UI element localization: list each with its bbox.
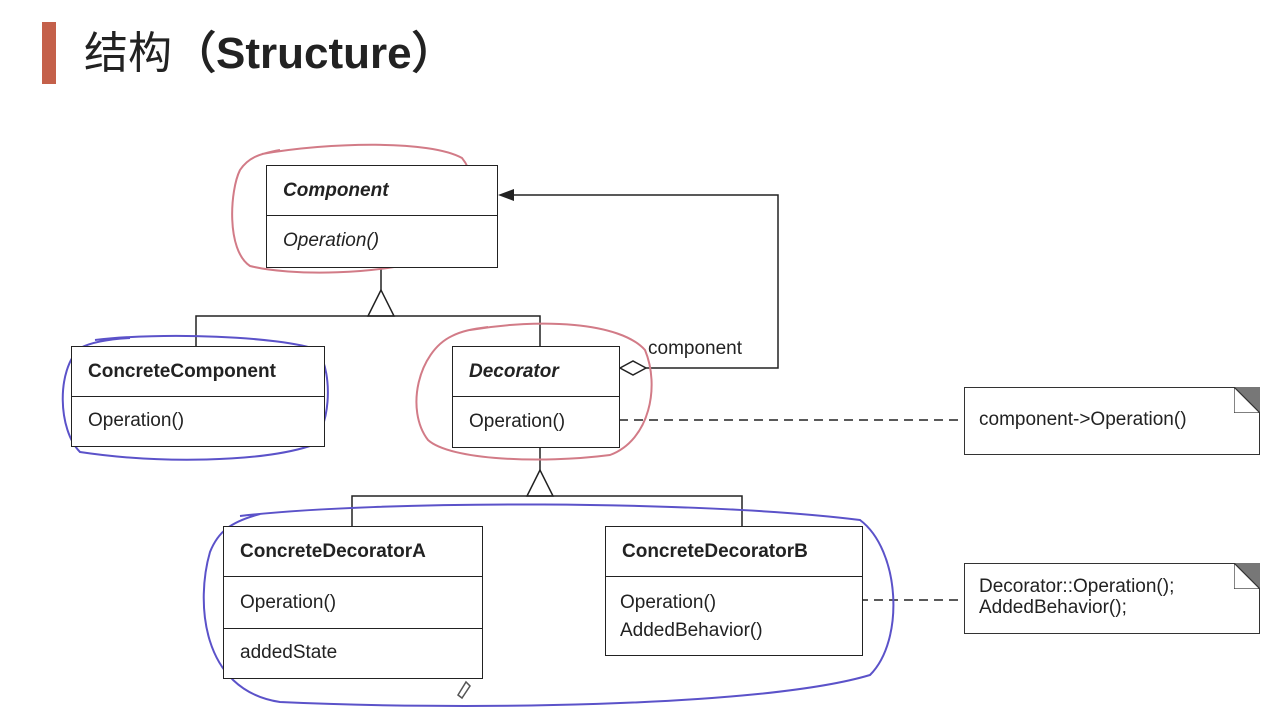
class-component: Component Operation() <box>266 165 498 268</box>
note-text: component->Operation() <box>979 409 1187 430</box>
red-circle-decorator <box>415 322 653 461</box>
aggregation-diamond <box>618 360 648 376</box>
note-fold-icon <box>1234 387 1260 413</box>
class-operation: Operation() <box>88 410 185 431</box>
class-operation: Operation() <box>469 410 566 432</box>
class-operation: Operation() <box>620 592 717 613</box>
inheritance-triangle-component <box>366 288 396 317</box>
note-text: AddedBehavior(); <box>979 597 1127 618</box>
title-accent-bar <box>42 22 56 84</box>
class-concrete-decorator-a: ConcreteDecoratorA Operation() addedStat… <box>223 526 483 679</box>
class-name: ConcreteComponent <box>72 347 324 397</box>
class-name: ConcreteDecoratorB <box>606 527 862 577</box>
class-operations: Operation() AddedBehavior() <box>606 577 862 645</box>
blue-circle-concrete-decorators <box>202 503 895 707</box>
class-operation: Operation() <box>283 230 380 251</box>
note-text: Decorator::Operation(); <box>979 576 1175 597</box>
title-cn: 结构 <box>84 28 172 79</box>
inheritance-triangle-decorator <box>525 468 555 497</box>
note-decorator-b: Decorator::Operation(); AddedBehavior(); <box>964 563 1260 634</box>
class-decorator: Decorator Operation() <box>452 346 620 448</box>
title-en: （Structure） <box>172 29 456 78</box>
class-name: Component <box>267 166 497 216</box>
pen-cursor-mark <box>457 680 471 700</box>
class-attribute: addedState <box>240 642 338 663</box>
class-concrete-decorator-b: ConcreteDecoratorB Operation() AddedBeha… <box>605 526 863 656</box>
aggregation-line <box>512 194 779 369</box>
class-name: ConcreteDecoratorA <box>224 527 482 577</box>
class-concrete-component: ConcreteComponent Operation() <box>71 346 325 447</box>
class-operation: AddedBehavior() <box>620 620 763 641</box>
note-fold-icon <box>1234 563 1260 589</box>
inheritance-branch-bottom <box>351 495 743 526</box>
inheritance-branch-top <box>195 315 541 346</box>
navigation-arrowhead <box>498 189 514 201</box>
class-name: Decorator <box>453 347 619 397</box>
association-label: component <box>648 338 743 359</box>
class-operation: Operation() <box>224 577 482 629</box>
note-decorator: component->Operation() <box>964 387 1260 455</box>
page-title: 结构（Structure） <box>84 24 456 84</box>
